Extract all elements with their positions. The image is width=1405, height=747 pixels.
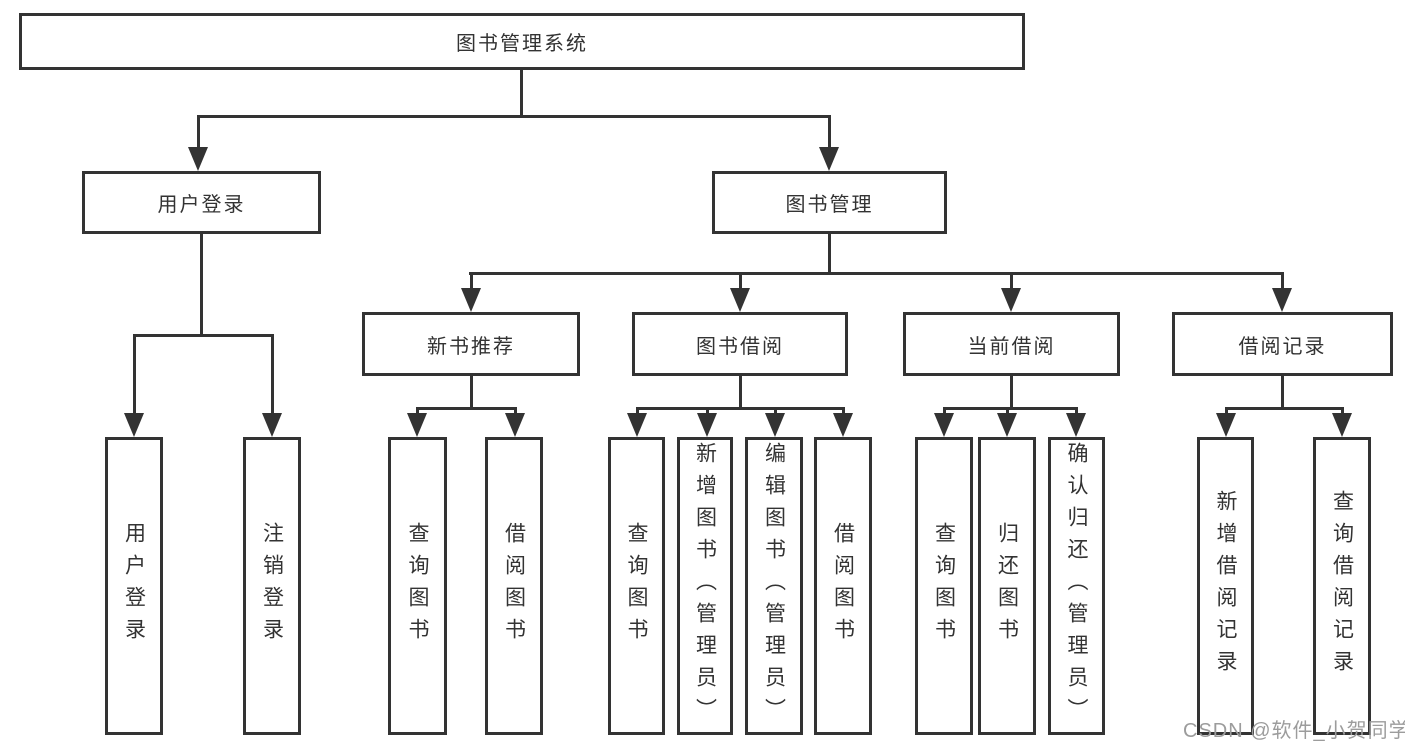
- connector-book-borrow-rail: [636, 407, 844, 410]
- leaf-recommend-borrow-books: 借阅图书: [485, 437, 543, 735]
- connector-current-borrow-rail: [943, 407, 1077, 410]
- arrow-to-leaf: [934, 413, 954, 437]
- arrow-to-user-login: [188, 147, 208, 171]
- connector-current-borrow-stem: [1010, 376, 1013, 410]
- connector-drop-current-borrow: [1010, 272, 1013, 290]
- connector-book-management-rail: [469, 272, 1283, 275]
- leaf-records-query-record: 查询借阅记录: [1313, 437, 1371, 735]
- leaf-recommend-query-books: 查询图书: [388, 437, 447, 735]
- node-user-login: 用户登录: [82, 171, 321, 234]
- connector-records-rail: [1225, 407, 1343, 410]
- arrow-to-new-book-recommend: [461, 288, 481, 312]
- connector-drop-book-management: [828, 115, 831, 152]
- connector-recommend-stem: [470, 376, 473, 410]
- connector-user-login-stem: [200, 233, 203, 337]
- arrow-to-leaf: [997, 413, 1017, 437]
- arrow-to-leaf-user-login: [124, 413, 144, 437]
- leaf-logout-login: 注销登录: [243, 437, 301, 735]
- leaf-records-add-record: 新增借阅记录: [1197, 437, 1254, 735]
- leaf-user-login: 用户登录: [105, 437, 163, 735]
- connector-drop-new-book-recommend: [470, 272, 473, 290]
- leaf-current-confirm-return-admin: 确认归还（管理员）: [1048, 437, 1105, 735]
- node-book-management: 图书管理: [712, 171, 947, 234]
- leaf-current-query-books: 查询图书: [915, 437, 973, 735]
- arrow-to-book-borrow: [730, 288, 750, 312]
- connector-book-borrow-stem: [739, 376, 742, 410]
- arrow-to-book-management: [819, 147, 839, 171]
- arrow-to-leaf-logout: [262, 413, 282, 437]
- connector-recommend-rail: [416, 407, 517, 410]
- csdn-watermark: CSDN @软件_小贺同学: [1183, 720, 1405, 742]
- connector-drop-user-login: [197, 115, 200, 152]
- connector-drop-leaf-logout: [271, 334, 274, 414]
- leaf-current-return-books: 归还图书: [978, 437, 1036, 735]
- connector-drop-leaf-user-login: [133, 334, 136, 414]
- arrow-to-current-borrow: [1001, 288, 1021, 312]
- leaf-borrow-edit-books-admin: 编辑图书（管理员）: [745, 437, 803, 735]
- node-library-management-system: 图书管理系统: [19, 13, 1025, 70]
- node-new-book-recommend: 新书推荐: [362, 312, 580, 376]
- arrow-to-borrow-records: [1272, 288, 1292, 312]
- arrow-to-leaf: [627, 413, 647, 437]
- arrow-to-leaf: [1332, 413, 1352, 437]
- connector-records-stem: [1281, 376, 1284, 410]
- arrow-to-leaf: [765, 413, 785, 437]
- connector-drop-borrow-records: [1281, 272, 1284, 290]
- node-current-borrow: 当前借阅: [903, 312, 1120, 376]
- leaf-borrow-query-books: 查询图书: [608, 437, 665, 735]
- connector-root-rail: [197, 115, 831, 118]
- node-book-borrow: 图书借阅: [632, 312, 848, 376]
- connector-drop-book-borrow: [739, 272, 742, 290]
- arrow-to-leaf: [505, 413, 525, 437]
- leaf-borrow-add-books-admin: 新增图书（管理员）: [677, 437, 733, 735]
- arrow-to-leaf: [697, 413, 717, 437]
- arrow-to-leaf: [833, 413, 853, 437]
- connector-user-login-rail: [133, 334, 274, 337]
- connector-root-stem: [520, 69, 523, 118]
- arrow-to-leaf: [1066, 413, 1086, 437]
- leaf-borrow-borrow-books: 借阅图书: [814, 437, 872, 735]
- arrow-to-leaf: [407, 413, 427, 437]
- arrow-to-leaf: [1216, 413, 1236, 437]
- node-borrow-records: 借阅记录: [1172, 312, 1393, 376]
- connector-book-management-stem: [828, 233, 831, 274]
